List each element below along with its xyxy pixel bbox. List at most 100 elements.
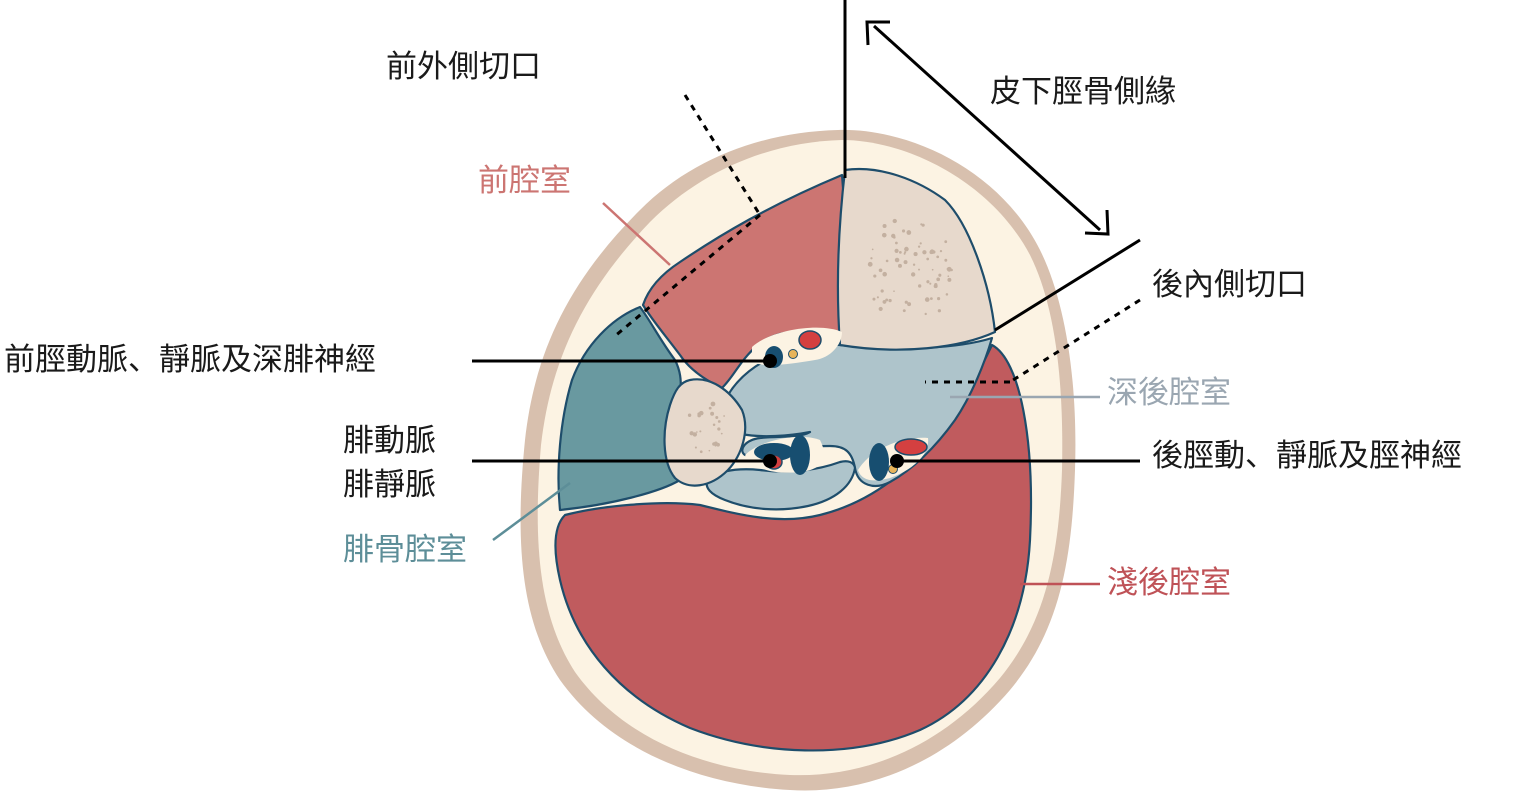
bone-dot xyxy=(918,284,922,288)
bone-dot xyxy=(713,441,718,446)
bone-dot xyxy=(950,268,953,272)
anterior-compartment-pointer xyxy=(602,202,671,266)
pointer-dot xyxy=(763,454,777,468)
bone-dot xyxy=(708,449,711,452)
bone-dot xyxy=(687,413,692,417)
bone-dot xyxy=(902,309,906,313)
bone-dot xyxy=(880,289,884,293)
bone-dot xyxy=(885,259,889,263)
superficial-posterior-compartment-label: 淺後腔室 xyxy=(1107,565,1231,601)
bone-dot xyxy=(715,416,719,420)
lateral-compartment-shape xyxy=(557,305,682,512)
bone-dot xyxy=(944,258,948,262)
lateral-compartment-label: 腓骨腔室 xyxy=(343,532,467,568)
bone-dot xyxy=(898,250,902,254)
bone-dot xyxy=(708,406,712,410)
bone-dot xyxy=(894,257,900,263)
bone-dot xyxy=(936,255,940,259)
bone-dot xyxy=(924,312,927,316)
bone-dot xyxy=(694,446,697,449)
vein-icon xyxy=(754,443,794,461)
bone-dot xyxy=(717,420,721,423)
posteromedial-incision-label: 後內側切口 xyxy=(1152,267,1307,303)
anterior-compartment-label: 前腔室 xyxy=(478,163,571,199)
bone-dot xyxy=(901,229,906,233)
bone-dot xyxy=(692,432,698,437)
bone-dot xyxy=(871,248,874,251)
bone-dot xyxy=(897,263,902,268)
anterolateral-incision-label: 前外側切口 xyxy=(386,49,541,85)
bone-dot xyxy=(698,410,704,416)
bone-dot xyxy=(876,296,879,299)
bone-dot xyxy=(946,266,952,272)
bone-dot xyxy=(892,236,896,239)
bone-dot xyxy=(926,280,930,284)
tibia-bone xyxy=(836,168,997,351)
bone-dot xyxy=(917,245,921,248)
bone-dot xyxy=(873,274,877,278)
bone-dot xyxy=(913,252,918,257)
bone-dot xyxy=(904,246,909,252)
bone-dot xyxy=(723,415,725,417)
bone-dot xyxy=(894,248,899,253)
superficial-posterior-compartment-shape xyxy=(554,343,1033,752)
bone-dot xyxy=(937,297,941,301)
bone-dot xyxy=(922,250,927,255)
bone-dot xyxy=(867,261,873,267)
vein-icon xyxy=(869,443,889,481)
bone-dot xyxy=(699,430,702,433)
bone-dot xyxy=(699,450,703,454)
bone-dot xyxy=(878,268,883,273)
bone-dot xyxy=(924,297,930,302)
deep-posterior-compartment-label: 深後腔室 xyxy=(1107,375,1231,411)
bone-dot xyxy=(882,223,887,229)
bone-dot xyxy=(910,272,916,277)
bone-dot xyxy=(929,297,933,301)
double-arrow-line xyxy=(872,24,1102,232)
pointer-dot xyxy=(763,354,777,368)
bone-dot xyxy=(878,306,883,311)
anterior-tibial-vessels-label: 前脛動脈、靜脈及深腓神經 xyxy=(4,342,376,378)
peroneal-artery-label: 腓動脈 xyxy=(343,423,436,459)
bone-dot xyxy=(921,223,925,227)
bone-dot xyxy=(945,293,949,296)
bone-dot xyxy=(907,302,912,307)
posteromedial-incision-line xyxy=(1009,298,1141,384)
bone-dot xyxy=(892,218,897,224)
bone-dot xyxy=(926,257,930,261)
peroneal-vein-label: 腓靜脈 xyxy=(343,467,436,503)
bone-dot xyxy=(903,252,906,255)
bone-marrow-texture xyxy=(687,218,953,454)
posteromedial-line xyxy=(994,238,1141,332)
artery-icon xyxy=(894,438,928,456)
bone-dot xyxy=(895,241,898,245)
bone-dot xyxy=(882,300,887,304)
annotation-lines xyxy=(472,0,1141,586)
bone-dot xyxy=(919,242,922,245)
lateral-compartment-pointer xyxy=(492,481,571,542)
bone-dot xyxy=(870,257,873,260)
pointer-dot xyxy=(890,454,904,468)
bone-dot xyxy=(936,277,941,282)
bone-dot xyxy=(710,401,716,407)
arrow-head-top-icon xyxy=(865,20,890,46)
bone-dot xyxy=(720,432,723,435)
bone-dot xyxy=(717,427,721,431)
fibula-bone xyxy=(663,378,747,487)
bone-dot xyxy=(903,260,908,265)
artery-icon xyxy=(798,330,822,350)
bone-dot xyxy=(933,284,938,289)
bone-dot xyxy=(929,282,932,285)
bone-dot xyxy=(947,277,952,282)
bone-dot xyxy=(912,263,916,266)
bone-dot xyxy=(932,250,936,254)
arrow-head-bottom-icon xyxy=(1084,209,1110,236)
bone-dot xyxy=(947,275,950,278)
bone-dot xyxy=(710,411,715,416)
bone-dot xyxy=(938,273,942,277)
bone-dot xyxy=(712,423,716,427)
bone-dot xyxy=(904,251,907,254)
bone-dot xyxy=(918,268,921,271)
